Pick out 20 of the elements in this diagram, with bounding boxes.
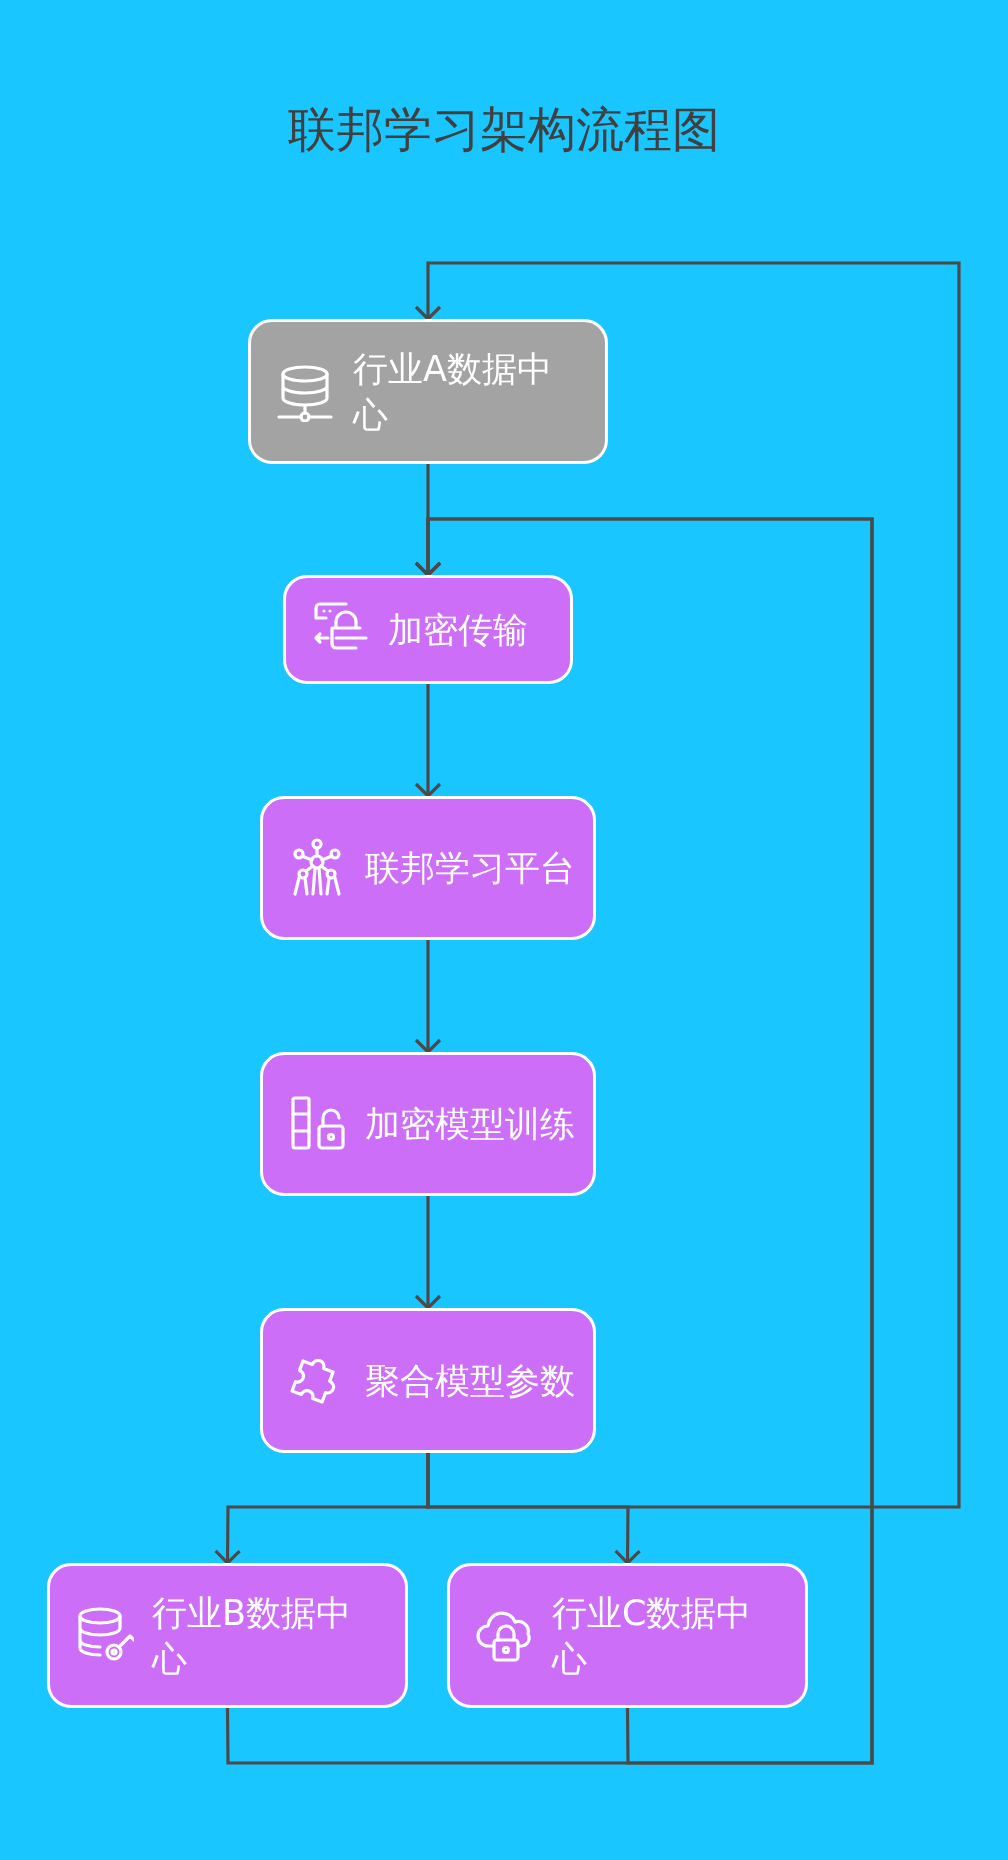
process-box	[260, 1308, 596, 1453]
box-label: 行业C数据中心	[552, 1591, 753, 1681]
diagram-title: 联邦学习架构流程图	[287, 100, 721, 159]
process-box	[447, 1563, 808, 1708]
box-label: 行业A数据中心	[353, 347, 553, 437]
arrow	[414, 684, 442, 798]
box-label: 行业B数据中心	[152, 1591, 352, 1681]
box-label: 加密传输	[388, 608, 529, 652]
process-box	[260, 1052, 596, 1196]
arrow	[414, 517, 874, 1765]
box-label: 加密模型训练	[365, 1103, 576, 1146]
process-box	[260, 796, 596, 940]
arrow	[414, 261, 961, 1509]
process-box	[248, 319, 608, 464]
arrow	[414, 1196, 442, 1310]
process-box	[47, 1563, 408, 1708]
box-label: 聚合模型参数	[365, 1359, 576, 1403]
arrow	[414, 940, 442, 1054]
box-label: 联邦学习平台	[365, 847, 576, 890]
process-box	[283, 575, 573, 684]
